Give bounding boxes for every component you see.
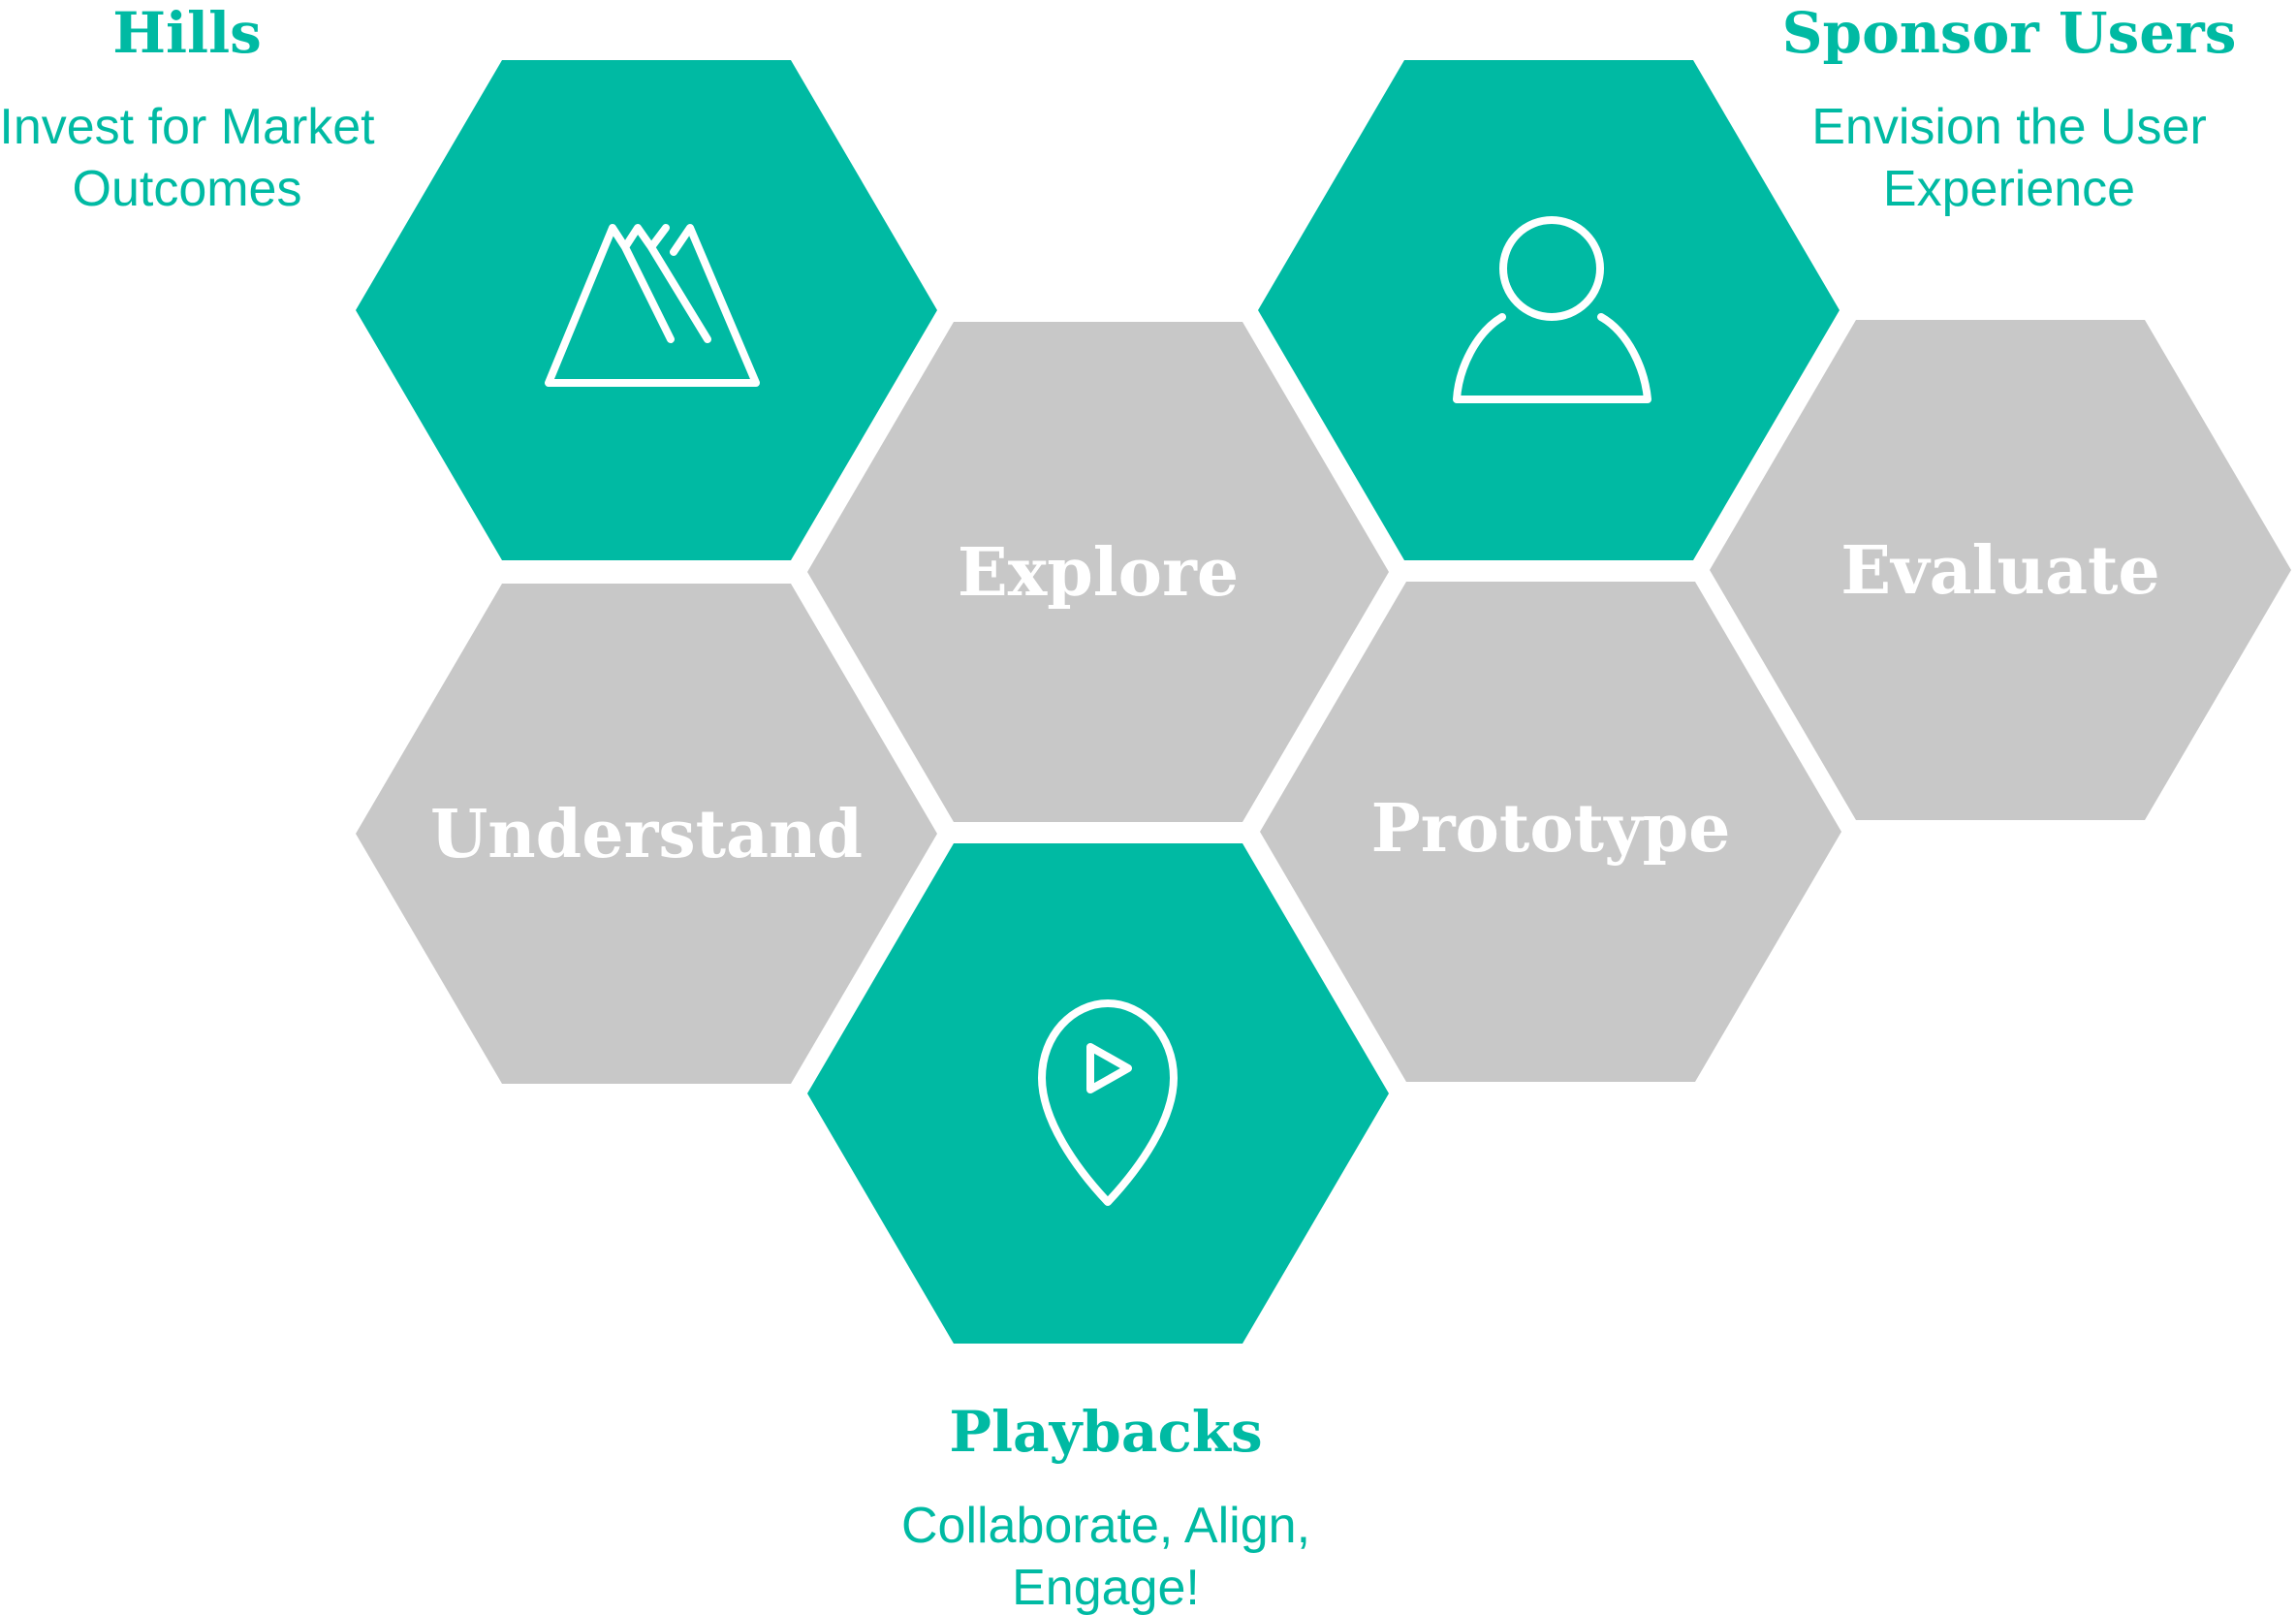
callout-hills: Hills Invest for Market Outcomes — [0, 0, 375, 217]
hex-evaluate: Evaluate — [1710, 320, 2291, 820]
hex-prototype-shape — [1260, 582, 1841, 1082]
hex-explore-label: Explore — [958, 534, 1239, 612]
mountain-icon — [545, 224, 760, 387]
hex-sponsor-users — [1258, 60, 1840, 560]
callout-sponsor-users-line2: Experience — [1883, 161, 2135, 217]
hex-explore: Explore — [807, 322, 1389, 822]
hex-playbacks — [807, 843, 1389, 1344]
hex-understand-shape — [356, 584, 937, 1084]
hex-prototype: Prototype — [1260, 582, 1841, 1082]
hex-sponsor-users-shape — [1258, 60, 1840, 560]
hex-playbacks-shape — [807, 843, 1389, 1344]
callout-sponsor-users: Sponsor Users Envision the User Experien… — [1782, 0, 2237, 217]
hex-understand: Understand — [356, 584, 937, 1084]
callout-hills-title: Hills — [112, 0, 262, 66]
hex-explore-shape — [807, 322, 1389, 822]
hex-evaluate-shape — [1710, 320, 2291, 820]
callout-hills-line2: Outcomes — [73, 161, 302, 217]
hex-evaluate-label: Evaluate — [1840, 532, 2159, 610]
map-pin-play-icon — [1038, 999, 1178, 1206]
callout-playbacks-line1: Collaborate, Align, — [901, 1498, 1310, 1554]
callout-playbacks-title: Playbacks — [949, 1399, 1262, 1465]
callout-hills-line1: Invest for Market — [0, 99, 375, 155]
hex-understand-label: Understand — [430, 796, 863, 873]
callout-sponsor-users-title: Sponsor Users — [1782, 0, 2237, 66]
hex-hills-shape — [356, 60, 937, 560]
hex-hills — [356, 60, 937, 560]
hex-prototype-label: Prototype — [1371, 790, 1731, 868]
callout-playbacks: Playbacks Collaborate, Align, Engage! — [901, 1399, 1310, 1615]
callout-playbacks-line2: Engage! — [1012, 1560, 1200, 1615]
callout-sponsor-users-line1: Envision the User — [1811, 99, 2207, 155]
user-icon — [1453, 216, 1651, 403]
